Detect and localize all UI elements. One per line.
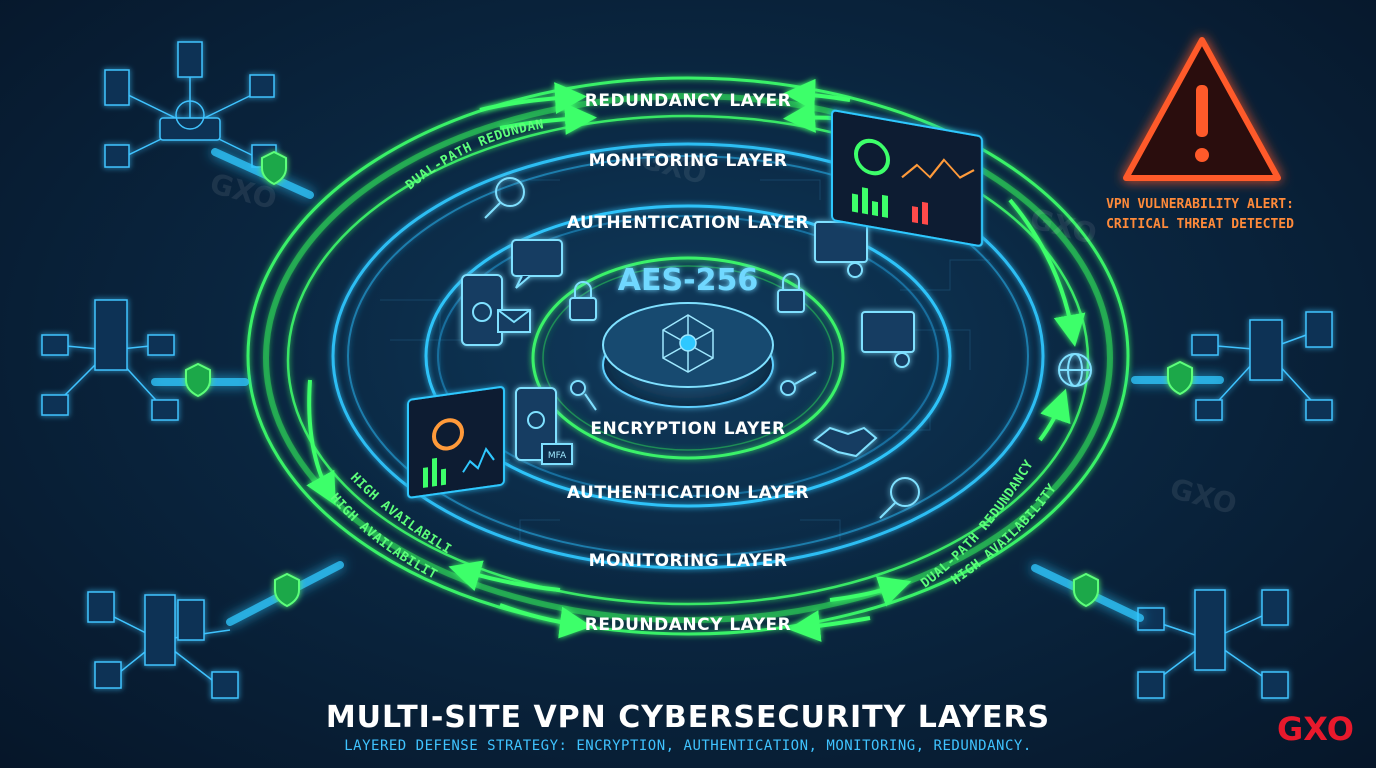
mfa-phone-icon: MFA <box>515 387 573 465</box>
alert-line-1: VPN VULNERABILITY ALERT: <box>1106 197 1294 212</box>
encryption-core <box>602 302 774 408</box>
warning-triangle-icon <box>1123 37 1281 181</box>
watermark: GXO <box>1027 202 1101 251</box>
globe-icon <box>175 100 205 130</box>
handshake-icon <box>813 426 878 458</box>
layer-label-monitoring-bottom: MONITORING LAYER <box>589 551 788 571</box>
monitoring-dashboard-panel <box>831 109 983 247</box>
magnifier-icon <box>484 177 525 219</box>
chat-lock-icon <box>511 239 563 289</box>
padlock-icon <box>569 281 597 321</box>
fingerprint-phone-icon <box>461 274 503 346</box>
network-star-icon <box>662 314 714 373</box>
watermark: GXO <box>637 142 711 191</box>
padlock-icon <box>777 273 805 313</box>
certificate-icon <box>861 311 915 368</box>
layer-label-authentication-bottom: AUTHENTICATION LAYER <box>567 483 809 503</box>
mfa-label: MFA <box>548 451 567 461</box>
monitoring-dashboard-panel <box>407 386 505 499</box>
redundancy-arrows <box>306 78 1086 642</box>
key-icon <box>780 371 817 396</box>
magnifier-icon <box>879 477 920 519</box>
layer-label-monitoring-top: MONITORING LAYER <box>589 151 788 171</box>
key-icon <box>570 380 597 411</box>
brand-logo: GXO <box>1277 710 1354 748</box>
encryption-ring <box>531 256 845 460</box>
authentication-ring <box>424 204 952 508</box>
site-cluster-right <box>1191 311 1333 421</box>
certificate-icon <box>814 221 868 278</box>
shield-icon <box>185 362 211 398</box>
page-subtitle: LAYERED DEFENSE STRATEGY: ENCRYPTION, AU… <box>344 738 1032 754</box>
site-cluster-top-left <box>104 41 277 168</box>
layer-label-redundancy-top: REDUNDANCY LAYER <box>585 91 791 111</box>
layer-label-redundancy-bottom: REDUNDANCY LAYER <box>585 615 791 635</box>
shield-icon <box>1167 360 1193 396</box>
page-title: MULTI-SITE VPN CYBERSECURITY LAYERS <box>325 700 1051 735</box>
alert-line-2: CRITICAL THREAT DETECTED <box>1106 217 1294 232</box>
layer-label-authentication-top: AUTHENTICATION LAYER <box>567 213 809 233</box>
site-cluster-left <box>41 299 179 421</box>
site-cluster-bottom-right <box>1137 589 1289 699</box>
aes-256-label: AES-256 <box>618 263 758 298</box>
shield-icon <box>261 150 287 186</box>
envelope-icon <box>497 309 531 333</box>
site-cluster-bottom-left <box>87 591 239 699</box>
ring-annotation-left-1: HIGH AVAILABILITY <box>0 0 454 558</box>
globe-icon <box>1058 353 1092 387</box>
shield-icon <box>274 572 300 608</box>
watermark: GXO <box>1167 472 1241 521</box>
layer-label-encryption: ENCRYPTION LAYER <box>590 419 785 439</box>
monitoring-ring <box>331 142 1045 570</box>
shield-icon <box>1073 572 1099 608</box>
